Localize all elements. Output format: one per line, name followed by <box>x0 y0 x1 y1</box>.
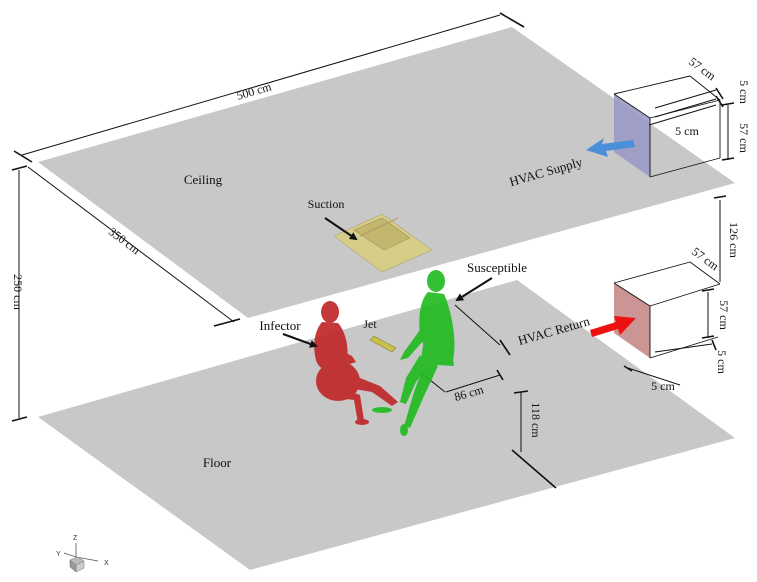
susceptible-arrow-icon <box>455 277 493 302</box>
return-arrow-icon <box>590 316 636 337</box>
floor-plane <box>38 280 735 570</box>
supply-gap-top-label: 5 cm <box>737 80 751 104</box>
suction-arrow-icon <box>324 217 358 241</box>
height-dimension: 250 cm <box>11 165 28 422</box>
return-gap-side-label: 5 cm <box>651 379 675 393</box>
floor-label: Floor <box>203 455 232 470</box>
return-gap-bottom-label: 5 cm <box>715 350 729 374</box>
supply-face <box>614 94 650 177</box>
axis-x-label: X <box>104 560 109 567</box>
height-label: 250 cm <box>11 274 25 310</box>
suction-element <box>333 213 433 273</box>
supply-gap-side-label: 5 cm <box>675 124 699 138</box>
suction-label: Suction <box>308 197 345 211</box>
infector-figure <box>314 301 398 425</box>
supply-height-label: 57 cm <box>737 123 751 153</box>
susceptible-label: Susceptible <box>467 260 527 275</box>
ceiling-label: Ceiling <box>184 172 223 187</box>
axis-z-label: Z <box>73 535 78 542</box>
return-depth-label: 57 cm <box>689 244 722 273</box>
jet-label: Jet <box>363 317 377 331</box>
return-height-label: 57 cm <box>717 300 731 330</box>
infector-arrow-icon <box>282 333 318 348</box>
axis-triad: Z Y X <box>56 535 109 573</box>
jet-element <box>369 335 397 353</box>
axis-y-label: Y <box>56 551 61 558</box>
infector-label: Infector <box>259 318 301 333</box>
seat-height-label: 118 cm <box>529 402 543 438</box>
susceptible-figure <box>372 270 455 436</box>
supply-arrow-icon <box>586 138 635 157</box>
ceiling-plane <box>38 27 735 318</box>
supply-depth-label: 57 cm <box>686 54 719 83</box>
seat-height-dimension: 118 cm <box>511 390 557 489</box>
between-vents-label: 126 cm <box>727 222 741 258</box>
